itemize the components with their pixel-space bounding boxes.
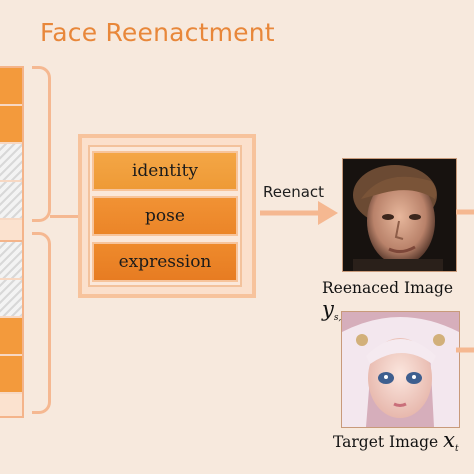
diagram-title: Face Reenactment [40,18,275,47]
reenacted-caption-sub: s, [333,313,342,324]
feature-identity: identity [92,151,238,191]
bracket-top [32,66,51,222]
reenacted-caption-var: y [322,297,334,321]
feature-pose: pose [92,196,238,236]
feature-expression: expression [92,242,238,282]
reenacted-face-image [342,158,457,272]
reenacted-image-caption: Reenaced Image ys, [322,279,474,323]
target-image-caption: Target Image xt [333,428,459,454]
target-caption-var: x [443,428,455,452]
target-caption-sub: t [454,444,459,455]
bracket-bottom [32,232,51,414]
connector-line [50,215,78,218]
source-feature-stack-bottom [0,240,24,418]
target-face-image [341,311,460,428]
reenacted-caption-text: Reenaced Image [322,279,454,297]
right-edge-arrows [456,209,474,353]
target-caption-text: Target Image [333,433,439,451]
reenact-label: Reenact [263,183,325,201]
reenact-arrow [260,201,338,225]
source-feature-stack-top [0,66,24,242]
